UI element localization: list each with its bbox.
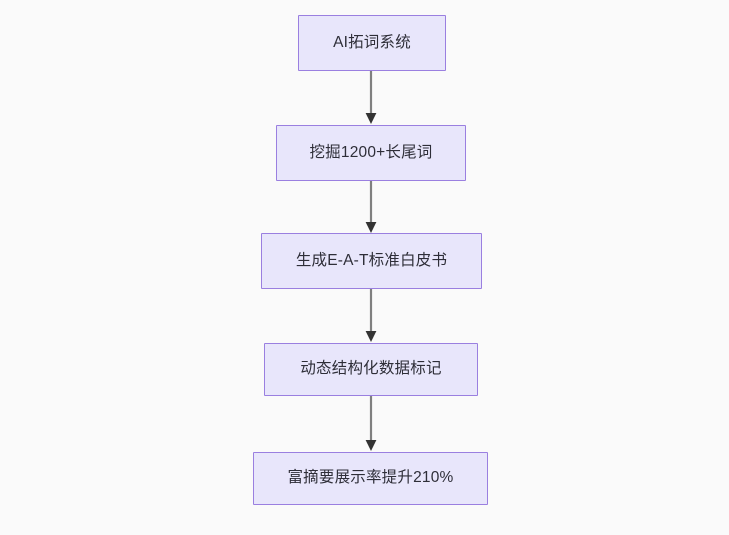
flowchart-node-dynamic-structured-data-markup[interactable]: 动态结构化数据标记: [264, 343, 478, 396]
node-label: 生成E-A-T标准白皮书: [295, 251, 448, 269]
flowchart-node-generate-eat-whitepaper[interactable]: 生成E-A-T标准白皮书: [261, 233, 482, 289]
flowchart-edge-n2-n3: [361, 181, 381, 234]
node-label: 富摘要展示率提升210%: [287, 469, 454, 487]
node-label: 挖掘1200+长尾词: [309, 143, 433, 161]
flowchart-edge-n1-n2: [361, 71, 381, 125]
node-label: 动态结构化数据标记: [300, 360, 442, 378]
flowchart-edge-n3-n4: [361, 289, 381, 343]
node-label: AI拓词系统: [333, 33, 411, 51]
flowchart-node-ai-keyword-system[interactable]: AI拓词系统: [298, 15, 446, 71]
flowchart-node-mine-longtail-keywords[interactable]: 挖掘1200+长尾词: [276, 125, 466, 181]
flowchart-node-rich-snippet-impression-lift[interactable]: 富摘要展示率提升210%: [253, 452, 488, 505]
flowchart-edge-n4-n5: [361, 396, 381, 452]
